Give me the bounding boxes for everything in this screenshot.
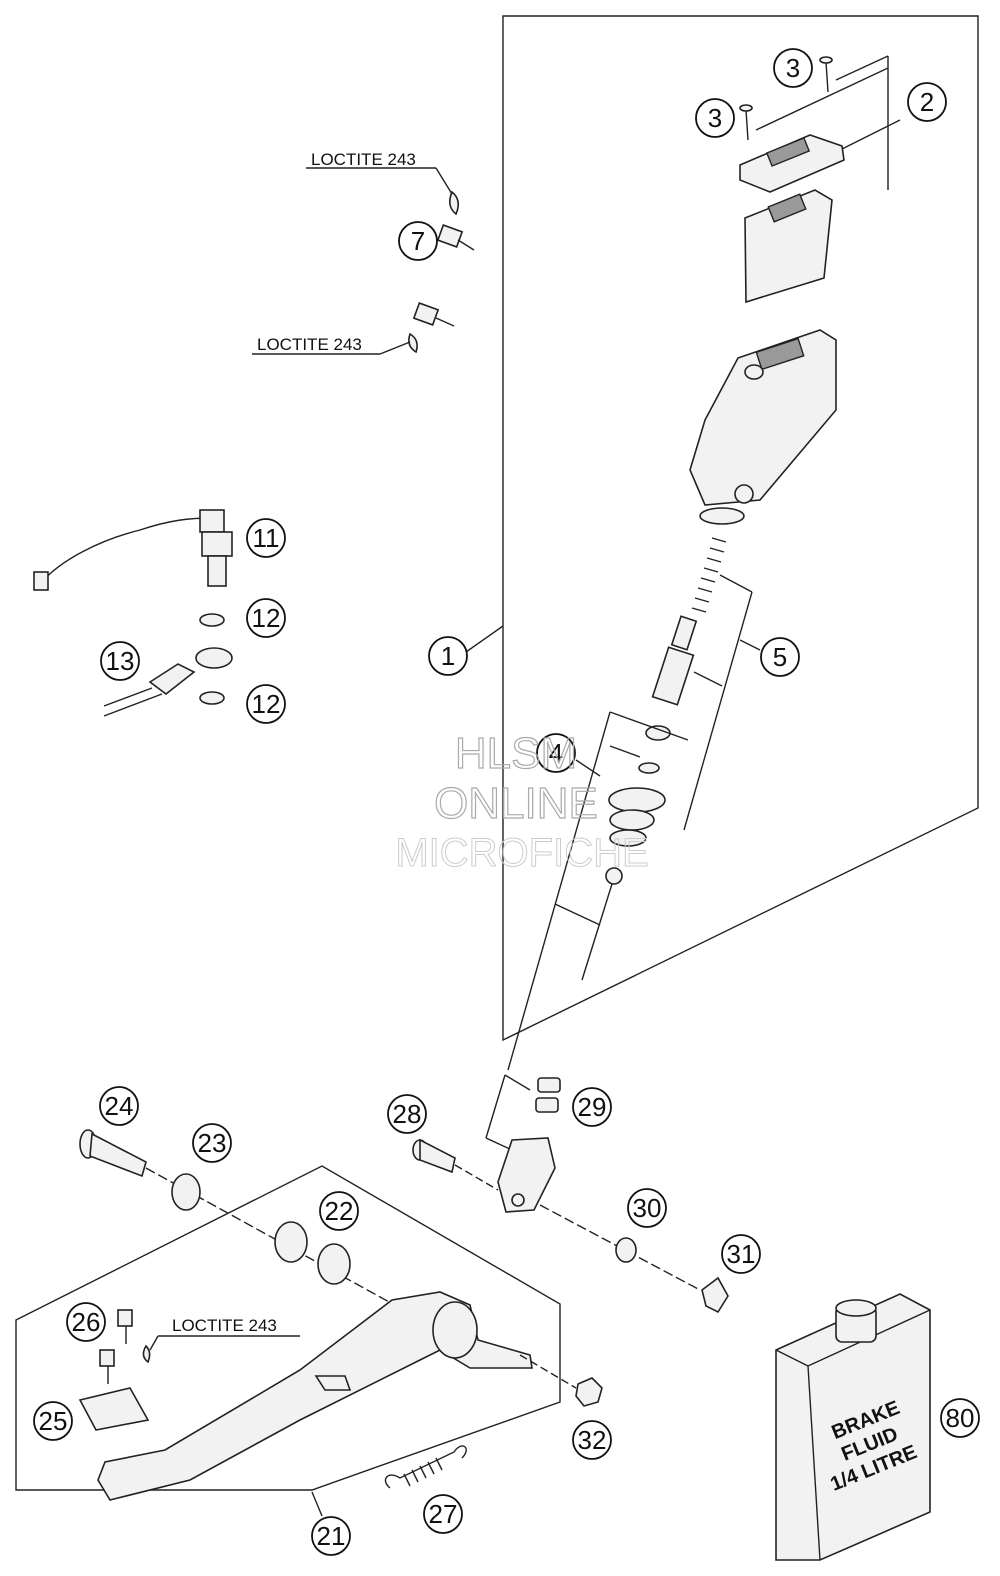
callout-25: 25: [33, 1401, 73, 1441]
cotter-pin: [701, 1276, 729, 1314]
sealing-ring-lower: [199, 691, 225, 705]
svg-text:27: 27: [429, 1499, 458, 1529]
callout-30: 30: [627, 1188, 667, 1228]
pedal-nut: [575, 1377, 603, 1407]
rubber-boot: [608, 787, 666, 847]
callout-5: 5: [760, 637, 800, 677]
callout-26: 26: [66, 1302, 106, 1342]
tip-screws: [99, 1309, 151, 1384]
clevis-fork: [497, 1137, 556, 1213]
callout-21: 21: [311, 1516, 351, 1556]
brake-line-banjo: [103, 647, 233, 717]
callout-13: 13: [100, 641, 140, 681]
svg-text:HLSM: HLSM: [455, 729, 577, 778]
callout-28: 28: [387, 1094, 427, 1134]
callout-4: 4: [536, 733, 576, 773]
svg-text:31: 31: [727, 1239, 756, 1269]
svg-text:13: 13: [106, 646, 135, 676]
brake-pedal-assembly-outline: [15, 1165, 561, 1491]
watermark: HLSM ONLINE MICROFICHE: [395, 728, 649, 875]
svg-text:22: 22: [325, 1196, 354, 1226]
lock-nuts: [535, 1077, 561, 1113]
callout-7: 7: [398, 221, 438, 261]
loctite-note-upper: LOCTITE 243: [311, 150, 416, 169]
callout-32: 32: [572, 1420, 612, 1460]
pedal-return-spring: [384, 1445, 467, 1489]
loctite-note-middle: LOCTITE 243: [257, 335, 362, 354]
master-cylinder-assembly-outline: [502, 15, 979, 1042]
svg-text:3: 3: [786, 53, 800, 83]
svg-text:26: 26: [72, 1307, 101, 1337]
callout-24: 24: [99, 1086, 139, 1126]
svg-text:4: 4: [549, 738, 563, 768]
brake-pedal: [97, 1291, 533, 1501]
svg-text:2: 2: [920, 87, 934, 117]
clevis-pin: [412, 1138, 456, 1174]
piston: [651, 615, 698, 706]
svg-text:80: 80: [946, 1403, 975, 1433]
callout-22: 22: [319, 1191, 359, 1231]
callout-1: 1: [428, 636, 468, 676]
callout-12-lower: 12: [246, 684, 286, 724]
reservoir-cap: [739, 134, 845, 193]
callout-80: 80: [940, 1398, 980, 1438]
svg-text:12: 12: [252, 603, 281, 633]
svg-text:3: 3: [708, 103, 722, 133]
callout-12-upper: 12: [246, 598, 286, 638]
mounting-screw-lower: [408, 302, 455, 354]
svg-text:32: 32: [578, 1425, 607, 1455]
pedal-tip: [78, 1387, 150, 1431]
brake-light-switch: [33, 509, 233, 591]
svg-text:25: 25: [39, 1406, 68, 1436]
svg-text:7: 7: [411, 226, 425, 256]
svg-text:ONLINE: ONLINE: [434, 779, 598, 828]
callout-2: 2: [907, 82, 947, 122]
master-cylinder-body: [689, 329, 837, 525]
pivot-washer: [171, 1173, 201, 1211]
piston-seal: [638, 725, 671, 774]
loctite-note-lower: LOCTITE 243: [172, 1316, 277, 1335]
callout-11: 11: [246, 518, 286, 558]
svg-text:21: 21: [317, 1521, 346, 1551]
washer: [615, 1237, 637, 1263]
callout-3-upper: 3: [773, 48, 813, 88]
reservoir-screw-upper: [819, 56, 833, 93]
reservoir-diaphragm: [744, 189, 833, 304]
push-rod: [581, 867, 623, 981]
svg-text:23: 23: [198, 1128, 227, 1158]
callout-27: 27: [423, 1494, 463, 1534]
svg-text:5: 5: [773, 642, 787, 672]
svg-text:1: 1: [441, 641, 455, 671]
callout-3-lower: 3: [695, 98, 735, 138]
reservoir-screw-lower: [739, 104, 753, 141]
mounting-screw-upper: [436, 190, 475, 251]
svg-text:12: 12: [252, 689, 281, 719]
svg-text:MICROFICHE: MICROFICHE: [395, 831, 648, 875]
svg-text:28: 28: [393, 1099, 422, 1129]
callout-31: 31: [721, 1234, 761, 1274]
svg-text:11: 11: [253, 523, 280, 553]
sealing-ring-upper: [199, 613, 225, 627]
svg-text:29: 29: [578, 1092, 607, 1122]
return-spring: [691, 537, 727, 613]
callout-23: 23: [192, 1123, 232, 1163]
svg-text:30: 30: [633, 1193, 662, 1223]
pivot-bushings: [274, 1221, 351, 1285]
callout-29: 29: [572, 1087, 612, 1127]
pivot-bolt: [79, 1129, 147, 1178]
svg-text:24: 24: [105, 1091, 134, 1121]
brake-fluid-can: BRAKE FLUID 1/4 LITRE: [775, 1293, 931, 1561]
